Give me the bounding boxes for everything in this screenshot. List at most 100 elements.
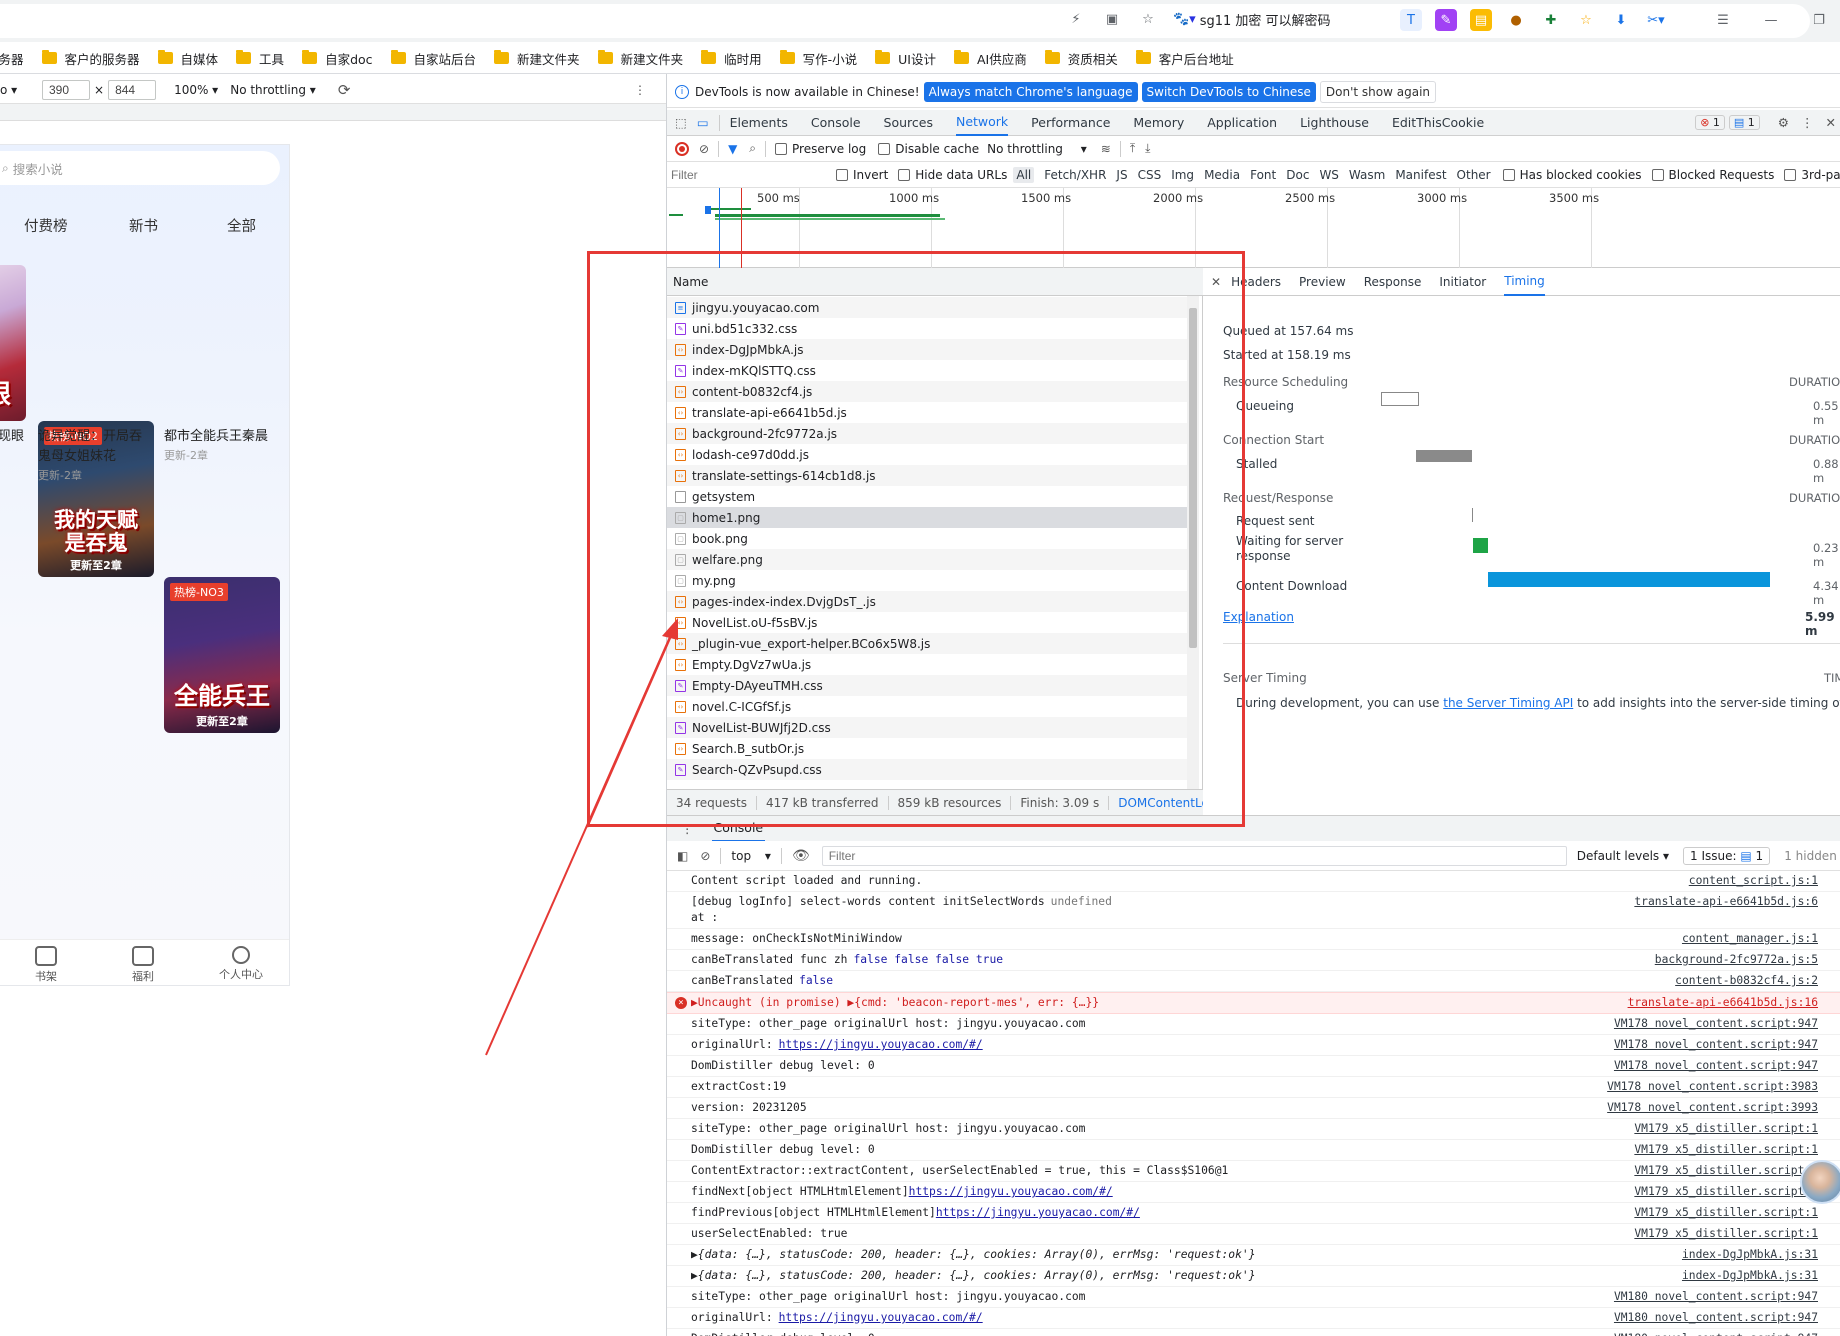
log-levels-select[interactable]: Default levels ▾ — [1576, 848, 1670, 863]
more-options-icon[interactable]: ⋮ — [634, 82, 646, 97]
panel-tab-editthiscookie[interactable]: EditThisCookie — [1391, 115, 1485, 130]
source-link[interactable]: VM178 novel_content.script:3993 — [1607, 1101, 1818, 1114]
bookmark-7[interactable]: 新建文件夹 — [597, 42, 683, 73]
source-link[interactable]: content_manager.js:1 — [1681, 932, 1818, 945]
request-row[interactable]: ✎index-mKQlSTTQ.css — [667, 360, 1187, 381]
message-url-link[interactable]: https://jingyu.youyacao.com/#/ — [935, 1206, 1140, 1219]
invert-checkbox[interactable]: Invert — [836, 168, 888, 182]
search-engine-chip[interactable]: 🐾▾ sg11 加密 可以解密码 — [1173, 10, 1331, 29]
scissors-ext-icon[interactable]: ✂▾ — [1647, 12, 1665, 28]
source-link[interactable]: VM179 x5_distiller.script:1 — [1634, 1122, 1818, 1135]
type-filter-fetchxhr[interactable]: Fetch/XHR — [1044, 167, 1107, 182]
hide-data-urls-checkbox[interactable]: Hide data URLs — [898, 168, 1007, 182]
record-icon[interactable] — [675, 141, 689, 156]
bookmark-10[interactable]: UI设计 — [875, 42, 936, 73]
explanation-link[interactable]: Explanation — [1223, 610, 1294, 624]
type-filter-other[interactable]: Other — [1456, 167, 1491, 182]
switch-chinese-button[interactable]: Switch DevTools to Chinese — [1141, 81, 1316, 102]
bookmark-8[interactable]: 临时用 — [701, 42, 762, 73]
request-row[interactable]: ‹›background-2fc9772a.js — [667, 423, 1187, 444]
preserve-log-checkbox[interactable]: Preserve log — [775, 142, 866, 156]
match-language-button[interactable]: Always match Chrome's language — [923, 81, 1138, 102]
type-filter-img[interactable]: Img — [1171, 167, 1195, 182]
request-row[interactable]: ‹›translate-settings-614cb1d8.js — [667, 465, 1187, 486]
blocked-cookies-checkbox[interactable]: Has blocked cookies — [1502, 168, 1642, 182]
settings-gear-icon[interactable]: ⚙ — [1777, 115, 1790, 130]
source-link[interactable]: VM180 novel_content.script:947 — [1614, 1331, 1818, 1336]
nav-welfare[interactable]: 福利 — [113, 946, 173, 984]
tab-all[interactable]: 全部 — [227, 219, 256, 235]
filter-funnel-icon[interactable]: ▼ — [728, 141, 738, 156]
source-link[interactable]: VM178 novel_content.script:947 — [1613, 1038, 1818, 1051]
type-filter-font[interactable]: Font — [1250, 167, 1277, 182]
book-cover-2[interactable]: 热榜-NO2 我的天赋是吞鬼 更新至2章 — [38, 421, 154, 577]
request-row[interactable]: ‹›translate-api-e6641b5d.js — [667, 402, 1187, 423]
server-timing-api-link[interactable]: the Server Timing API — [1443, 696, 1574, 710]
bookmark-6[interactable]: 新建文件夹 — [494, 42, 580, 73]
throttling-select[interactable]: No throttling ▾ — [987, 142, 1087, 156]
zoom-select[interactable]: 100% ▾ — [174, 82, 219, 97]
source-link[interactable]: index-DgJpMbkA.js:31 — [1681, 1248, 1818, 1261]
third-party-checkbox[interactable]: 3rd-party requests — [1784, 168, 1840, 182]
assistant-avatar[interactable] — [1800, 1160, 1840, 1204]
blocked-requests-checkbox[interactable]: Blocked Requests — [1651, 168, 1774, 182]
request-row[interactable]: ▢home1.png — [667, 507, 1187, 528]
request-row[interactable]: ▢welfare.png — [667, 549, 1187, 570]
star-icon[interactable]: ☆ — [1142, 11, 1154, 27]
panel-tab-console[interactable]: Console — [810, 115, 861, 130]
clear-icon[interactable]: ⊘ — [699, 141, 710, 156]
request-row[interactable]: ‹›_plugin-vue_export-helper.BCo6x5W8.js — [667, 633, 1187, 654]
request-row[interactable]: ‹›index-DgJpMbkA.js — [667, 339, 1187, 360]
detail-tab-preview[interactable]: Preview — [1299, 274, 1346, 289]
request-row[interactable]: ≡jingyu.youyacao.com — [667, 297, 1187, 318]
panel-tab-network[interactable]: Network — [955, 110, 1009, 136]
minimize-icon[interactable]: — — [1764, 12, 1778, 28]
panel-tab-elements[interactable]: Elements — [729, 115, 788, 130]
source-link[interactable]: VM180 novel_content.script:947 — [1613, 1311, 1818, 1324]
bookmark-9[interactable]: 写作-小说 — [779, 42, 857, 73]
source-link[interactable]: VM179 x5_distiller.script:1 — [1634, 1143, 1818, 1156]
request-row[interactable]: ✎Search-QZvPsupd.css — [667, 759, 1187, 780]
type-filter-ws[interactable]: WS — [1319, 167, 1339, 182]
book-name-1[interactable]: 现眼 — [0, 429, 25, 444]
inspect-icon[interactable]: ⬚ — [675, 115, 687, 130]
download-ext-icon[interactable]: ⬇ — [1615, 12, 1627, 28]
panel-tab-sources[interactable]: Sources — [883, 115, 933, 130]
wifi-icon[interactable]: ≋ — [1100, 141, 1111, 156]
source-link[interactable]: VM178 novel_content.script:947 — [1613, 1059, 1818, 1072]
source-link[interactable]: index-DgJpMbkA.js:31 — [1681, 1269, 1818, 1282]
nav-bookshelf[interactable]: 书架 — [16, 946, 76, 984]
request-row[interactable]: ‹›NovelList.oU-f5sBV.js — [667, 612, 1187, 633]
device-mode-icon[interactable]: ▭ — [696, 115, 709, 130]
book-info-2[interactable]: 诡异觉醒：开局吞 鬼母女姐妹花 更新-2章 — [38, 427, 158, 483]
bookmark-13[interactable]: 客户后台地址 — [1135, 42, 1234, 73]
type-filter-all[interactable]: All — [1013, 166, 1035, 183]
book-info-3[interactable]: 都市全能兵王秦晨 更新-2章 — [164, 427, 289, 463]
request-row[interactable]: ‹›pages-index-index.DvjgDsT_.js — [667, 591, 1187, 612]
dont-show-button[interactable]: Don't show again — [1319, 80, 1437, 103]
list-scroll-thumb[interactable] — [1189, 308, 1197, 648]
width-input[interactable] — [42, 79, 90, 100]
detail-tab-response[interactable]: Response — [1363, 274, 1422, 289]
cookie-ext-icon[interactable]: ● — [1510, 12, 1522, 28]
issues-button[interactable]: 1 Issue: ▤ 1 — [1683, 846, 1771, 865]
height-input[interactable] — [108, 79, 157, 100]
clear-console-icon[interactable]: ⊘ — [700, 848, 711, 863]
type-filter-media[interactable]: Media — [1204, 167, 1241, 182]
panel-tab-performance[interactable]: Performance — [1031, 115, 1111, 130]
screenshot-icon[interactable]: ▣ — [1105, 11, 1119, 27]
bookmark-12[interactable]: 资质相关 — [1044, 42, 1118, 73]
pen-ext-icon[interactable]: ✎ — [1435, 9, 1457, 31]
source-link[interactable]: translate-api-e6641b5d.js:6 — [1634, 895, 1818, 908]
doc-ext-icon[interactable]: ▤ — [1470, 9, 1492, 31]
source-link[interactable]: translate-api-e6641b5d.js:16 — [1627, 996, 1818, 1009]
live-expression-eye-icon[interactable]: 👁 — [791, 847, 810, 864]
translate-ext-icon[interactable]: T — [1400, 9, 1422, 31]
puzzle-ext-icon[interactable]: ✚ — [1545, 12, 1557, 28]
device-select[interactable]: o ▾ — [0, 82, 18, 97]
type-filter-wasm[interactable]: Wasm — [1348, 167, 1386, 182]
devtools-close-icon[interactable]: ✕ — [1825, 115, 1836, 130]
bookmark-2[interactable]: 自媒体 — [157, 42, 218, 73]
book-cover-1[interactable]: 眼 — [0, 265, 26, 421]
detail-tab-initiator[interactable]: Initiator — [1439, 274, 1487, 289]
